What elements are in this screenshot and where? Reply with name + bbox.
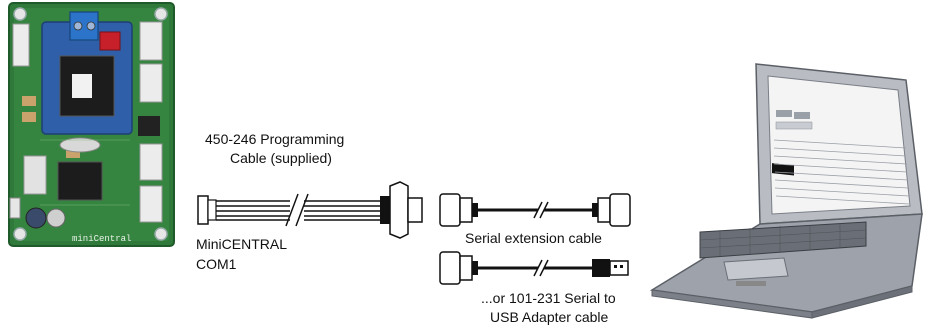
serial-extension-label: Serial extension cable — [465, 230, 602, 247]
minicentral-board: miniCentral — [9, 3, 174, 246]
laptop — [652, 64, 922, 318]
programming-cable-label-line1: 450-246 Programming — [205, 131, 344, 148]
usb-adapter-cable — [440, 252, 628, 284]
usb-adapter-label-line2: USB Adapter cable — [490, 309, 608, 326]
serial-extension-cable — [440, 194, 630, 226]
board-silkscreen-label: miniCentral — [72, 234, 131, 244]
programming-cable — [198, 182, 422, 238]
usb-adapter-label-line1: ...or 101-231 Serial to — [481, 290, 616, 307]
programming-cable-label-line2: Cable (supplied) — [230, 150, 332, 167]
minicentral-label-line2: COM1 — [196, 256, 236, 273]
minicentral-label-line1: MiniCENTRAL — [196, 236, 287, 253]
